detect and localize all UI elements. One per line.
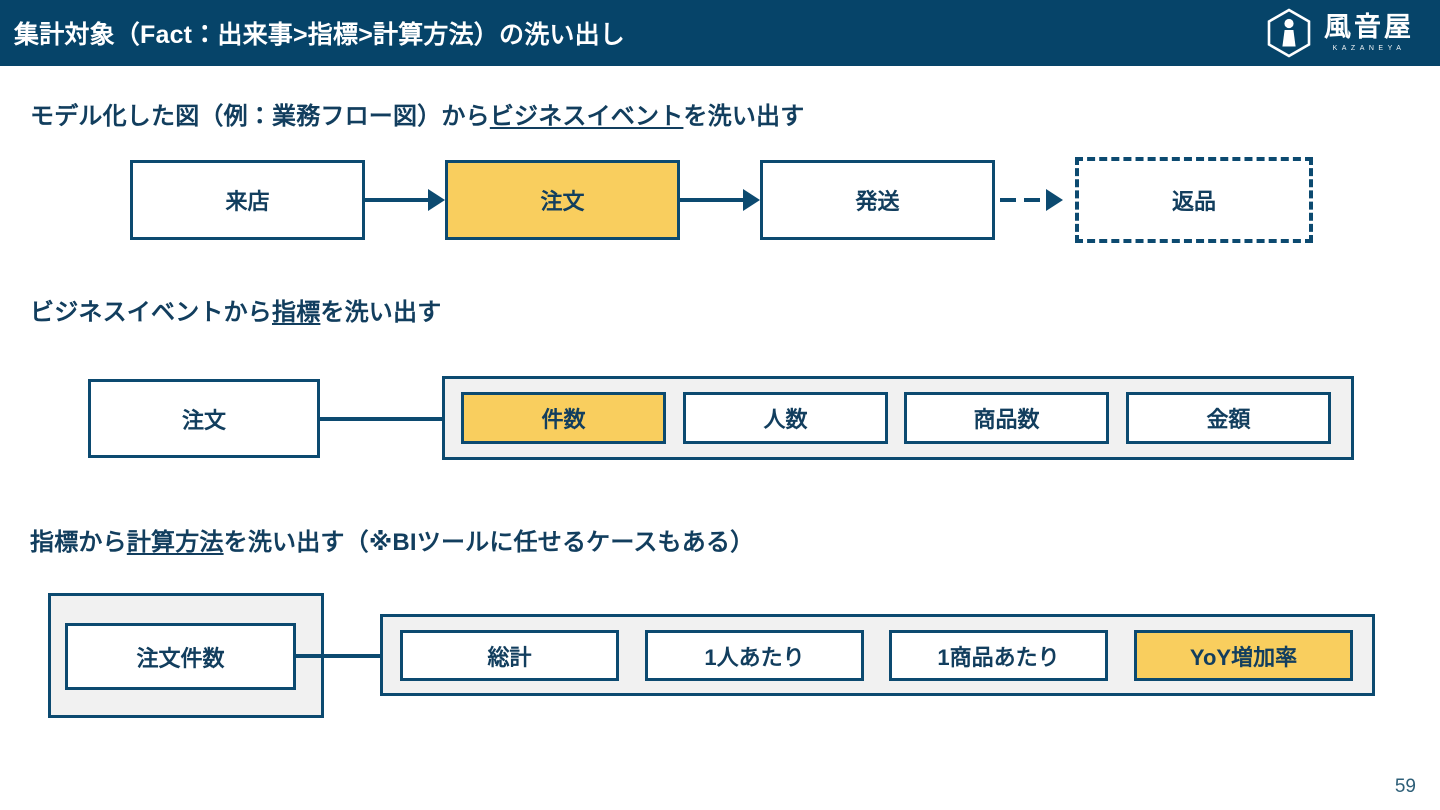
calculation-node-per-person[interactable]: 1人あたり bbox=[645, 630, 864, 681]
heading-part-plain: を洗い出す（※BIツールに任せるケースもある） bbox=[223, 529, 755, 556]
heading-part-underlined: 計算方法 bbox=[126, 529, 224, 556]
heading-part-plain: 指標から bbox=[30, 529, 127, 556]
connector-chumon-hasso-arrowhead bbox=[743, 189, 760, 211]
heading-part-plain: を洗い出す bbox=[320, 299, 442, 326]
flow-node-raiten[interactable]: 来店 bbox=[130, 160, 365, 240]
section-heading-calculation-methods: 指標から計算方法を洗い出す（※BIツールに任せるケースもある） bbox=[30, 522, 754, 557]
heading-part-plain: ビジネスイベントから bbox=[30, 299, 272, 326]
heading-part-plain: モデル化した図（例：業務フロー図）から bbox=[30, 103, 490, 130]
heading-part-underlined: ビジネスイベント bbox=[489, 103, 684, 130]
metrics-source-node-chumon[interactable]: 注文 bbox=[88, 379, 320, 458]
metric-node-ninzu[interactable]: 人数 bbox=[683, 392, 888, 444]
heading-part-underlined: 指標 bbox=[272, 299, 321, 326]
connector-chumon-hasso-line bbox=[680, 198, 748, 202]
metric-node-kensu[interactable]: 件数 bbox=[461, 392, 666, 444]
flow-node-hasso[interactable]: 発送 bbox=[760, 160, 995, 240]
section-heading-business-events: モデル化した図（例：業務フロー図）からビジネスイベントを洗い出す bbox=[30, 96, 804, 131]
logo-brand-name: 風音屋 bbox=[1324, 12, 1414, 42]
heading-part-plain: を洗い出す bbox=[683, 103, 805, 130]
calculation-source-node-chumon-kensu[interactable]: 注文件数 bbox=[65, 623, 296, 690]
logo-brand-romaji: KAZANEYA bbox=[1332, 45, 1406, 52]
connector-raiten-chumon-line bbox=[365, 198, 433, 202]
calculation-node-soukei[interactable]: 総計 bbox=[400, 630, 619, 681]
brand-logo: 風音屋 KAZANEYA bbox=[1266, 8, 1414, 58]
connector-chumon-kensu-methods-line bbox=[296, 654, 382, 658]
page-title: 集計対象（Fact：出来事>指標>計算方法）の洗い出し bbox=[14, 21, 626, 49]
flow-node-chumon[interactable]: 注文 bbox=[445, 160, 680, 240]
connector-hasso-henpin-dash-1 bbox=[1000, 198, 1016, 202]
connector-hasso-henpin-arrowhead bbox=[1046, 189, 1063, 211]
metric-node-kingaku[interactable]: 金額 bbox=[1126, 392, 1331, 444]
kazaneya-hexagon-logo-icon bbox=[1267, 8, 1311, 58]
calculation-node-per-product[interactable]: 1商品あたり bbox=[889, 630, 1108, 681]
flow-node-henpin[interactable]: 返品 bbox=[1075, 157, 1313, 243]
page-number: 59 bbox=[1394, 776, 1416, 797]
connector-chumon-metrics-line bbox=[320, 417, 444, 421]
connector-hasso-henpin-dash-2 bbox=[1024, 198, 1040, 202]
calculation-node-yoy-growth-rate[interactable]: YoY増加率 bbox=[1134, 630, 1353, 681]
slide-header-bar: 集計対象（Fact：出来事>指標>計算方法）の洗い出し 風音屋 KAZANEYA bbox=[0, 0, 1440, 66]
section-heading-metrics: ビジネスイベントから指標を洗い出す bbox=[30, 292, 441, 327]
connector-raiten-chumon-arrowhead bbox=[428, 189, 445, 211]
metric-node-shohinsu[interactable]: 商品数 bbox=[904, 392, 1109, 444]
